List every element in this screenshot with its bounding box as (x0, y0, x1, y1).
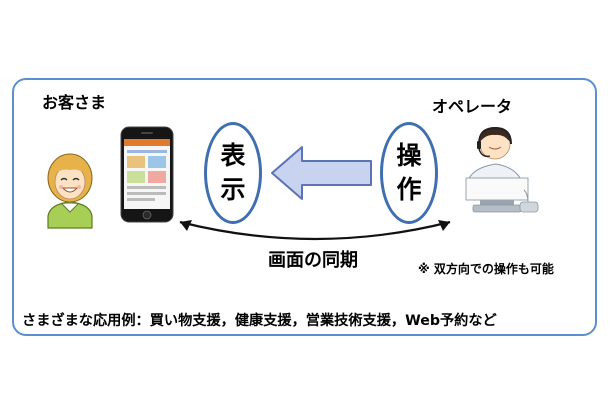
display-circle: 表 示 (204, 122, 262, 224)
operator-label: オペレータ (432, 97, 513, 116)
display-char-1: 表 (220, 141, 246, 170)
operation-char-1: 操 (396, 141, 422, 170)
sync-label: 画面の同期 (268, 250, 358, 271)
operation-char-2: 作 (396, 175, 422, 204)
display-char-2: 示 (220, 175, 246, 204)
customer-avatar-icon (47, 153, 93, 229)
smartphone-icon (120, 126, 174, 223)
customer-label: お客さま (42, 93, 107, 112)
bidirectional-note: ※ 双方向での操作も可能 (418, 262, 554, 276)
operator-icon (465, 126, 539, 213)
use-cases-text: さまざまな応用例：買い物支援，健康支援，営業技術支援，Web予約など (22, 313, 497, 329)
operation-circle: 操 作 (380, 122, 438, 224)
sync-direction-arrow (271, 146, 372, 200)
